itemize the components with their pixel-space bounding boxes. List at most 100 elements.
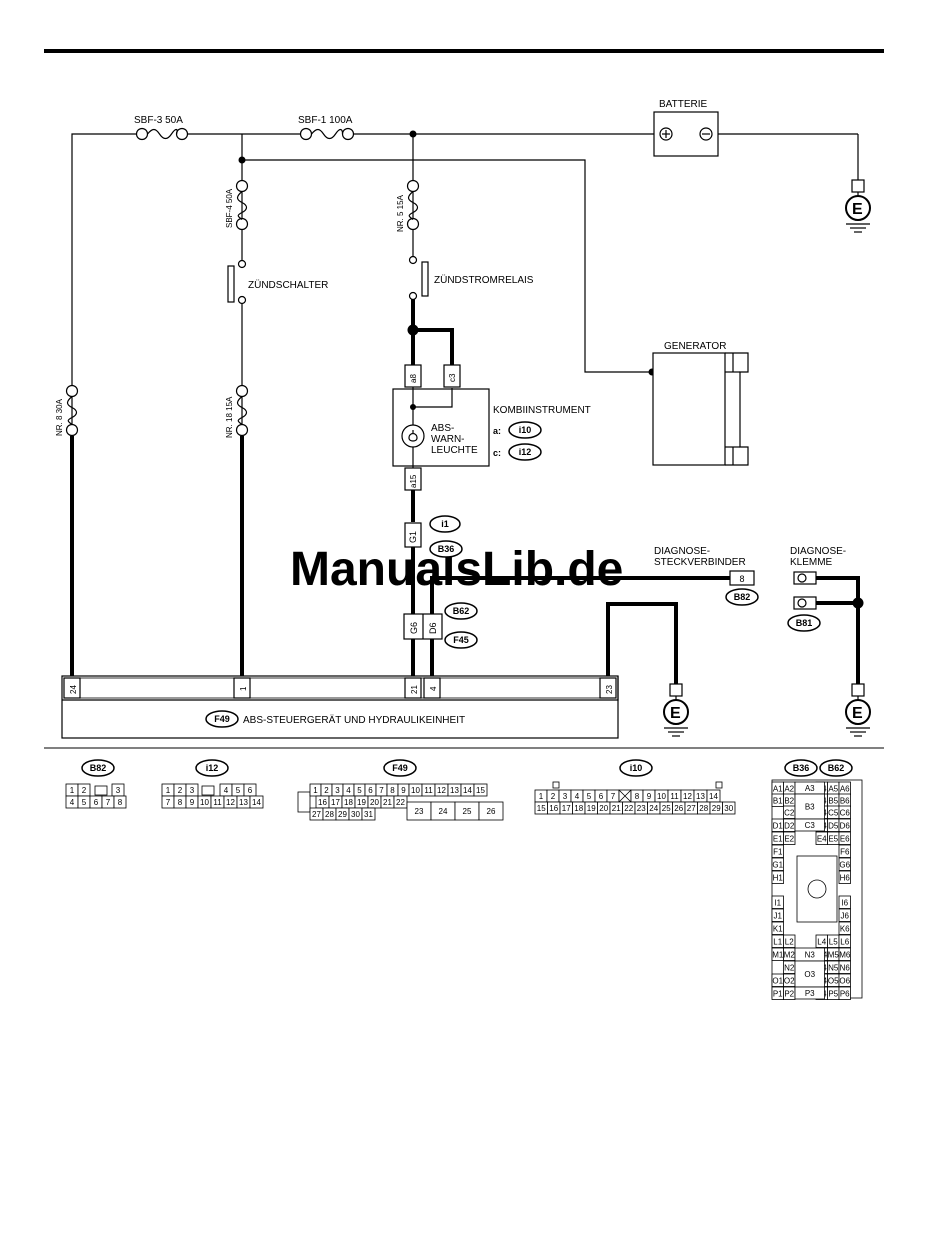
connector-pin-number: L5 [829, 937, 838, 946]
abs-pin-23: 23 [599, 677, 617, 699]
svg-text:a8: a8 [409, 374, 418, 383]
connector-pin-number: 20 [599, 804, 608, 813]
connector-pin-number: 20 [370, 798, 379, 807]
warning-lamp-icon [401, 424, 425, 448]
connector-pin-number: 2 [324, 786, 329, 795]
connector-pin-number: 25 [662, 804, 671, 813]
fuse-nr18-label: NR. 18 15A [225, 396, 234, 438]
connector-cell [722, 801, 736, 815]
connector-badge [784, 759, 818, 777]
connector-pin-number: 9 [190, 798, 195, 807]
connector-pin-number: M6 [839, 950, 851, 959]
connector-pin-number: D6 [840, 821, 851, 830]
connector-pin-number: 14 [709, 792, 718, 801]
svg-text:i1: i1 [441, 519, 449, 529]
abs-pin-4: 4 [423, 677, 441, 699]
ground-abs: E [663, 683, 689, 737]
header-rule [44, 49, 884, 53]
connector-pin-number: 30 [724, 804, 733, 813]
connector-pin-number: N5 [828, 963, 839, 972]
svg-text:B81: B81 [796, 618, 813, 628]
connector-pin-number: 28 [699, 804, 708, 813]
connector-pin-number: M1 [772, 950, 784, 959]
diag-connector-label-1: DIAGNOSE- [654, 546, 710, 557]
junction-dot [409, 130, 417, 138]
fuse-nr5-label: NR. 5 15A [396, 194, 405, 232]
connector-pin-number: 8 [390, 786, 395, 795]
connector-blank-cross [618, 789, 632, 803]
connector-cell [771, 908, 784, 922]
ignition-relay: ZÜNDSTROMRELAIS [408, 255, 534, 301]
fuse-sbf3-label: SBF-3 50A [134, 115, 183, 126]
ground-battery: E [845, 179, 871, 233]
abs-lamp-label-2: WARN- [431, 434, 465, 445]
fuse-nr8: NR. 8 30A [55, 384, 79, 437]
svg-text:F45: F45 [453, 635, 469, 645]
connector-pin-number: 14 [463, 786, 472, 795]
connector-pin-number: 6 [94, 798, 99, 807]
connector-cell [838, 986, 851, 1000]
connector-pin-number: F6 [840, 847, 850, 856]
connector-pin-number: 12 [226, 798, 235, 807]
connector-pin-number: 27 [687, 804, 696, 813]
connector-pin-number: 9 [647, 792, 652, 801]
connector-pin-number: O6 [839, 976, 850, 985]
connector-cell [771, 921, 784, 935]
svg-text:24: 24 [69, 685, 78, 694]
connector-cell [771, 895, 784, 909]
ignition-switch: ZÜNDSCHALTER [227, 259, 328, 305]
connector-pin-number: 23 [637, 804, 646, 813]
connector-pin-number: K6 [840, 924, 850, 933]
svg-text:23: 23 [605, 685, 614, 694]
connector-pin-number: 19 [357, 798, 366, 807]
connector-badge-label: B82 [90, 763, 107, 773]
connector-badge-label: B36 [793, 763, 810, 773]
connector-pin-number: H6 [840, 873, 851, 882]
connector-cell [794, 986, 825, 1000]
connector-cell [838, 870, 851, 884]
connector-pin-number: 31 [364, 810, 373, 819]
connector-pin-number: 11 [213, 798, 222, 807]
connector-pin-number: C5 [828, 808, 839, 817]
connector-pin-number: 4 [70, 798, 75, 807]
connector-pin-number: 30 [351, 810, 360, 819]
connector-pin-number: A6 [840, 784, 850, 793]
connector-cell [838, 973, 851, 987]
junction-dot [407, 324, 419, 336]
connector-pin-number: I1 [774, 898, 781, 907]
pin-G6-D6: G6 D6 B62 F45 [403, 602, 478, 649]
connector-pin-number: D1 [773, 821, 784, 830]
connector-pin-number: 6 [248, 786, 253, 795]
connector-pin-number: D2 [784, 821, 795, 830]
thick-wires [70, 296, 860, 684]
connector-pin-number: 6 [368, 786, 373, 795]
fuse-sbf4-label: SBF-4 50A [225, 188, 234, 228]
ground-letter: E [852, 705, 863, 722]
connector-pin-number: P5 [828, 989, 838, 998]
connector-latch [715, 781, 723, 789]
diagnosis-terminal: DIAGNOSE- KLEMME B81 [787, 546, 846, 632]
connector-pin-number: L4 [817, 937, 826, 946]
connector-pin-number: 17 [331, 798, 340, 807]
connector-pin-number: N2 [784, 963, 795, 972]
connector-pin-number: 24 [649, 804, 658, 813]
connector-pin-number: O5 [828, 976, 839, 985]
abs-lamp-label-3: LEUCHTE [431, 445, 478, 456]
connector-pin-number: 13 [450, 786, 459, 795]
connector-pin-number: 29 [712, 804, 721, 813]
connector-cell [771, 857, 784, 871]
connector-key [201, 785, 215, 796]
connector-pin-number: 5 [82, 798, 87, 807]
abs-pin-24: 24 [63, 677, 81, 699]
connector-pin-number: B2 [784, 796, 794, 805]
connector-cell [783, 934, 796, 948]
fuse-sbf3: SBF-3 50A [134, 115, 189, 141]
connector-pin-number: 10 [200, 798, 209, 807]
connector-pin-number: F1 [773, 847, 783, 856]
fuse-sbf1-label: SBF-1 100A [298, 115, 353, 126]
connector-pin-number: 21 [383, 798, 392, 807]
connector-pin-number: 3 [116, 786, 121, 795]
connector-pin-number: 27 [312, 810, 321, 819]
connector-pin-number: 19 [587, 804, 596, 813]
